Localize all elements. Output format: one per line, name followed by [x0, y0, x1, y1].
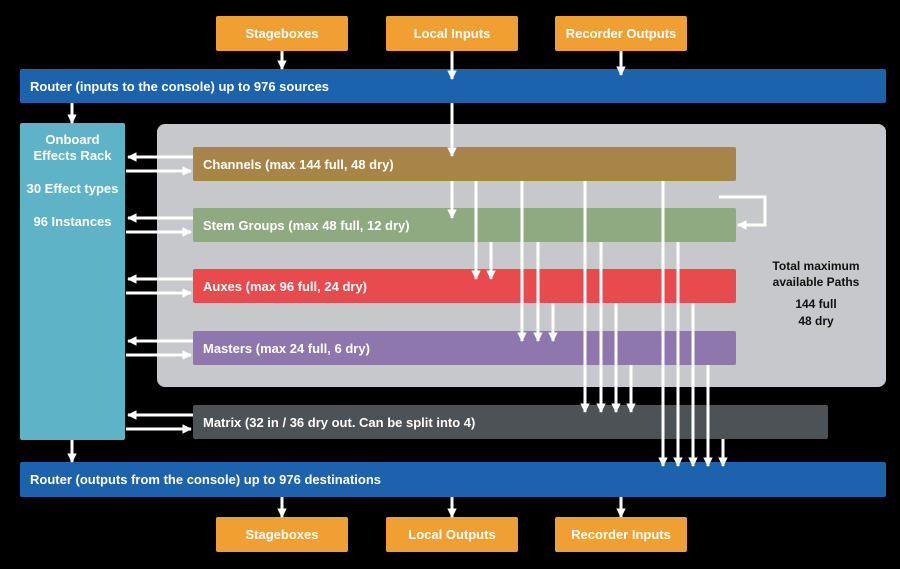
stageboxes-output-label: Stageboxes: [245, 527, 319, 542]
effects-title-line1: Onboard: [45, 132, 100, 147]
stem-groups-label: Stem Groups (max 48 full, 12 dry): [203, 217, 410, 233]
total-paths-line3: 144 full: [795, 297, 837, 311]
effects-instances: 96 Instances: [33, 214, 112, 229]
masters-bus: Masters (max 24 full, 6 dry): [193, 331, 736, 365]
local-outputs-box: Local Outputs: [386, 517, 518, 552]
recorder-inputs-label: Recorder Inputs: [571, 527, 671, 542]
stem-groups-bus: Stem Groups (max 48 full, 12 dry): [193, 208, 736, 242]
recorder-outputs-label: Recorder Outputs: [565, 26, 677, 41]
stageboxes-input-label: Stageboxes: [245, 26, 319, 41]
matrix-bus: Matrix (32 in / 36 dry out. Can be split…: [193, 405, 828, 439]
router-inputs-label: Router (inputs to the console) up to 976…: [30, 78, 330, 94]
arrow-stems-loop: [719, 195, 767, 230]
channels-bus: Channels (max 144 full, 48 dry): [193, 147, 736, 181]
stageboxes-input-box: Stageboxes: [216, 16, 348, 51]
local-inputs-label: Local Inputs: [413, 26, 491, 41]
stageboxes-output-box: Stageboxes: [216, 517, 348, 552]
auxes-label: Auxes (max 96 full, 24 dry): [203, 278, 368, 294]
effects-rack: Onboard Effects Rack 30 Effect types 96 …: [20, 123, 125, 440]
total-paths-line1: Total maximum: [772, 259, 860, 273]
local-outputs-label: Local Outputs: [408, 527, 496, 542]
local-inputs-box: Local Inputs: [386, 16, 518, 51]
masters-label: Masters (max 24 full, 6 dry): [203, 340, 370, 356]
matrix-label: Matrix (32 in / 36 dry out. Can be split…: [203, 414, 476, 430]
total-paths-line2: available Paths: [772, 275, 860, 289]
effects-types: 30 Effect types: [26, 181, 119, 196]
router-outputs-label: Router (outputs from the console) up to …: [30, 472, 382, 487]
total-paths-line4: 48 dry: [798, 314, 834, 328]
router-outputs-bar: Router (outputs from the console) up to …: [20, 462, 886, 497]
recorder-inputs-box: Recorder Inputs: [555, 517, 687, 552]
auxes-bus: Auxes (max 96 full, 24 dry): [193, 269, 736, 303]
recorder-outputs-box: Recorder Outputs: [555, 16, 687, 51]
effects-title-line2: Effects Rack: [33, 148, 112, 163]
channels-label: Channels (max 144 full, 48 dry): [203, 156, 394, 172]
